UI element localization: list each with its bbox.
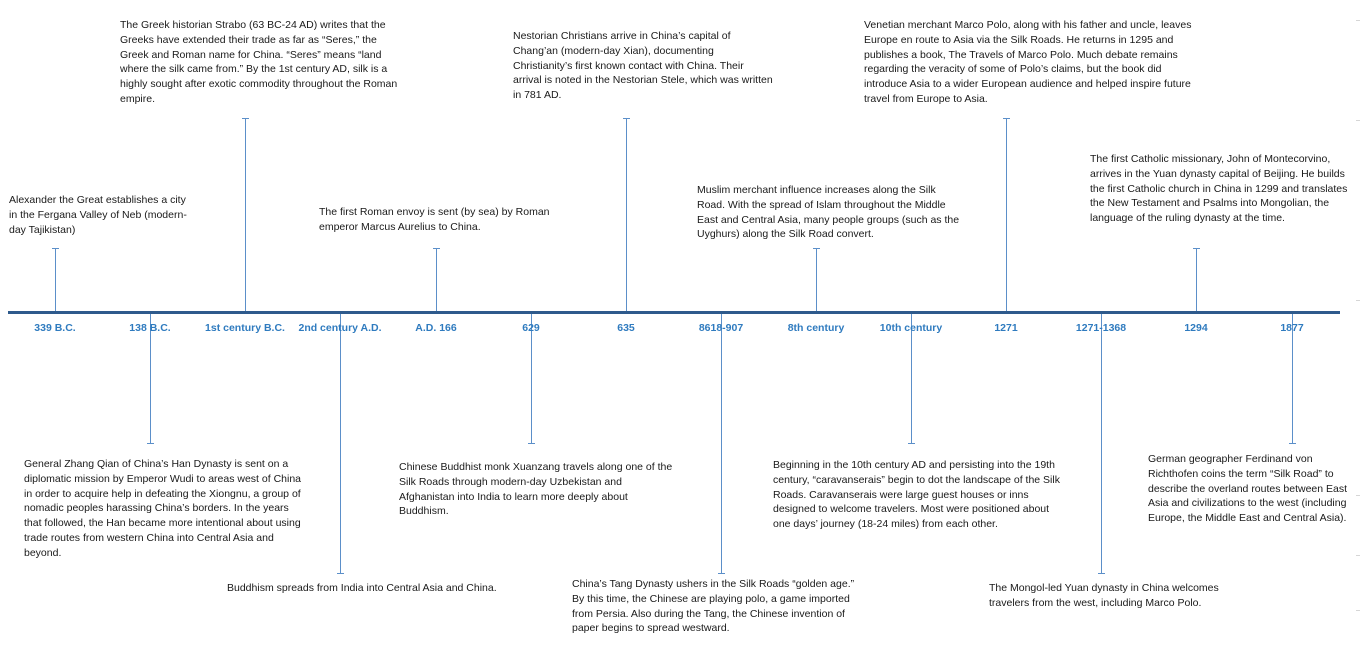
event-connector-line bbox=[1292, 314, 1293, 443]
event-connector-line bbox=[531, 314, 532, 443]
event-connector-cap bbox=[433, 248, 440, 249]
event-description-alexander: Alexander the Great establishes a city i… bbox=[9, 194, 187, 236]
event-connector-line bbox=[626, 118, 627, 311]
date-label-richthofen: 1877 bbox=[1280, 322, 1304, 334]
event-connector-cap bbox=[1289, 443, 1296, 444]
event-connector-cap bbox=[1098, 573, 1105, 574]
scrollbar-track-mark bbox=[1356, 300, 1360, 301]
event-connector-line bbox=[436, 248, 437, 311]
event-connector-cap bbox=[337, 573, 344, 574]
date-label-xuanzang: 629 bbox=[522, 322, 540, 334]
date-label-caravanserais: 10th century bbox=[879, 322, 943, 334]
event-description-zhang-qian: General Zhang Qian of China’s Han Dynast… bbox=[24, 458, 302, 559]
event-connector-line bbox=[1196, 248, 1197, 311]
event-description-buddhism: Buddhism spreads from India into Central… bbox=[227, 582, 497, 594]
event-connector-line bbox=[816, 248, 817, 311]
date-label-buddhism: 2nd century A.D. bbox=[298, 322, 382, 334]
event-connector-cap bbox=[813, 248, 820, 249]
event-description-roman-envoy: The first Roman envoy is sent (by sea) b… bbox=[319, 206, 550, 233]
event-connector-cap bbox=[718, 573, 725, 574]
date-label-zhang-qian: 138 B.C. bbox=[129, 322, 171, 334]
event-connector-line bbox=[245, 118, 246, 311]
event-connector-line bbox=[55, 248, 56, 311]
event-connector-line bbox=[721, 314, 722, 573]
event-connector-cap bbox=[528, 443, 535, 444]
event-description-yuan: The Mongol-led Yuan dynasty in China wel… bbox=[989, 582, 1219, 609]
scrollbar-track-mark bbox=[1356, 555, 1360, 556]
event-description-islam: Muslim merchant influence increases alon… bbox=[697, 184, 960, 241]
event-connector-line bbox=[150, 314, 151, 443]
timeline-axis bbox=[8, 311, 1340, 314]
date-label-montecorvino: 1294 bbox=[1184, 322, 1208, 334]
scrollbar-track-mark bbox=[1356, 495, 1360, 496]
date-label-roman-envoy: A.D. 166 bbox=[415, 322, 457, 334]
date-label-yuan: 1271-1368 bbox=[1075, 322, 1127, 334]
date-label-nestorian: 635 bbox=[617, 322, 635, 334]
event-description-montecorvino: The first Catholic missionary, John of M… bbox=[1090, 153, 1348, 225]
event-description-marco-polo: Venetian merchant Marco Polo, along with… bbox=[864, 19, 1192, 105]
event-description-tang: China’s Tang Dynasty ushers in the Silk … bbox=[572, 578, 855, 635]
date-label-strabo: 1st century B.C. bbox=[205, 322, 285, 334]
event-connector-line bbox=[340, 314, 341, 573]
event-connector-cap bbox=[623, 118, 630, 119]
scrollbar-track-mark bbox=[1356, 120, 1360, 121]
event-description-nestorian: Nestorian Christians arrive in China’s c… bbox=[513, 30, 773, 102]
event-connector-cap bbox=[1193, 248, 1200, 249]
event-connector-cap bbox=[242, 118, 249, 119]
event-description-richthofen: German geographer Ferdinand von Richthof… bbox=[1148, 453, 1348, 525]
event-connector-cap bbox=[908, 443, 915, 444]
event-connector-cap bbox=[147, 443, 154, 444]
date-label-marco-polo: 1271 bbox=[994, 322, 1018, 334]
date-label-tang: 8618-907 bbox=[698, 322, 744, 334]
event-description-xuanzang: Chinese Buddhist monk Xuanzang travels a… bbox=[399, 461, 673, 518]
event-description-caravanserais: Beginning in the 10th century AD and per… bbox=[773, 459, 1060, 531]
scrollbar-track-mark bbox=[1356, 20, 1360, 21]
scrollbar-track-mark bbox=[1356, 610, 1360, 611]
event-description-strabo: The Greek historian Strabo (63 BC-24 AD)… bbox=[120, 19, 398, 105]
date-label-alexander: 339 B.C. bbox=[34, 322, 76, 334]
event-connector-line bbox=[1006, 118, 1007, 311]
date-label-islam: 8th century bbox=[787, 322, 845, 334]
event-connector-line bbox=[1101, 314, 1102, 573]
event-connector-line bbox=[911, 314, 912, 443]
event-connector-cap bbox=[1003, 118, 1010, 119]
event-connector-cap bbox=[52, 248, 59, 249]
